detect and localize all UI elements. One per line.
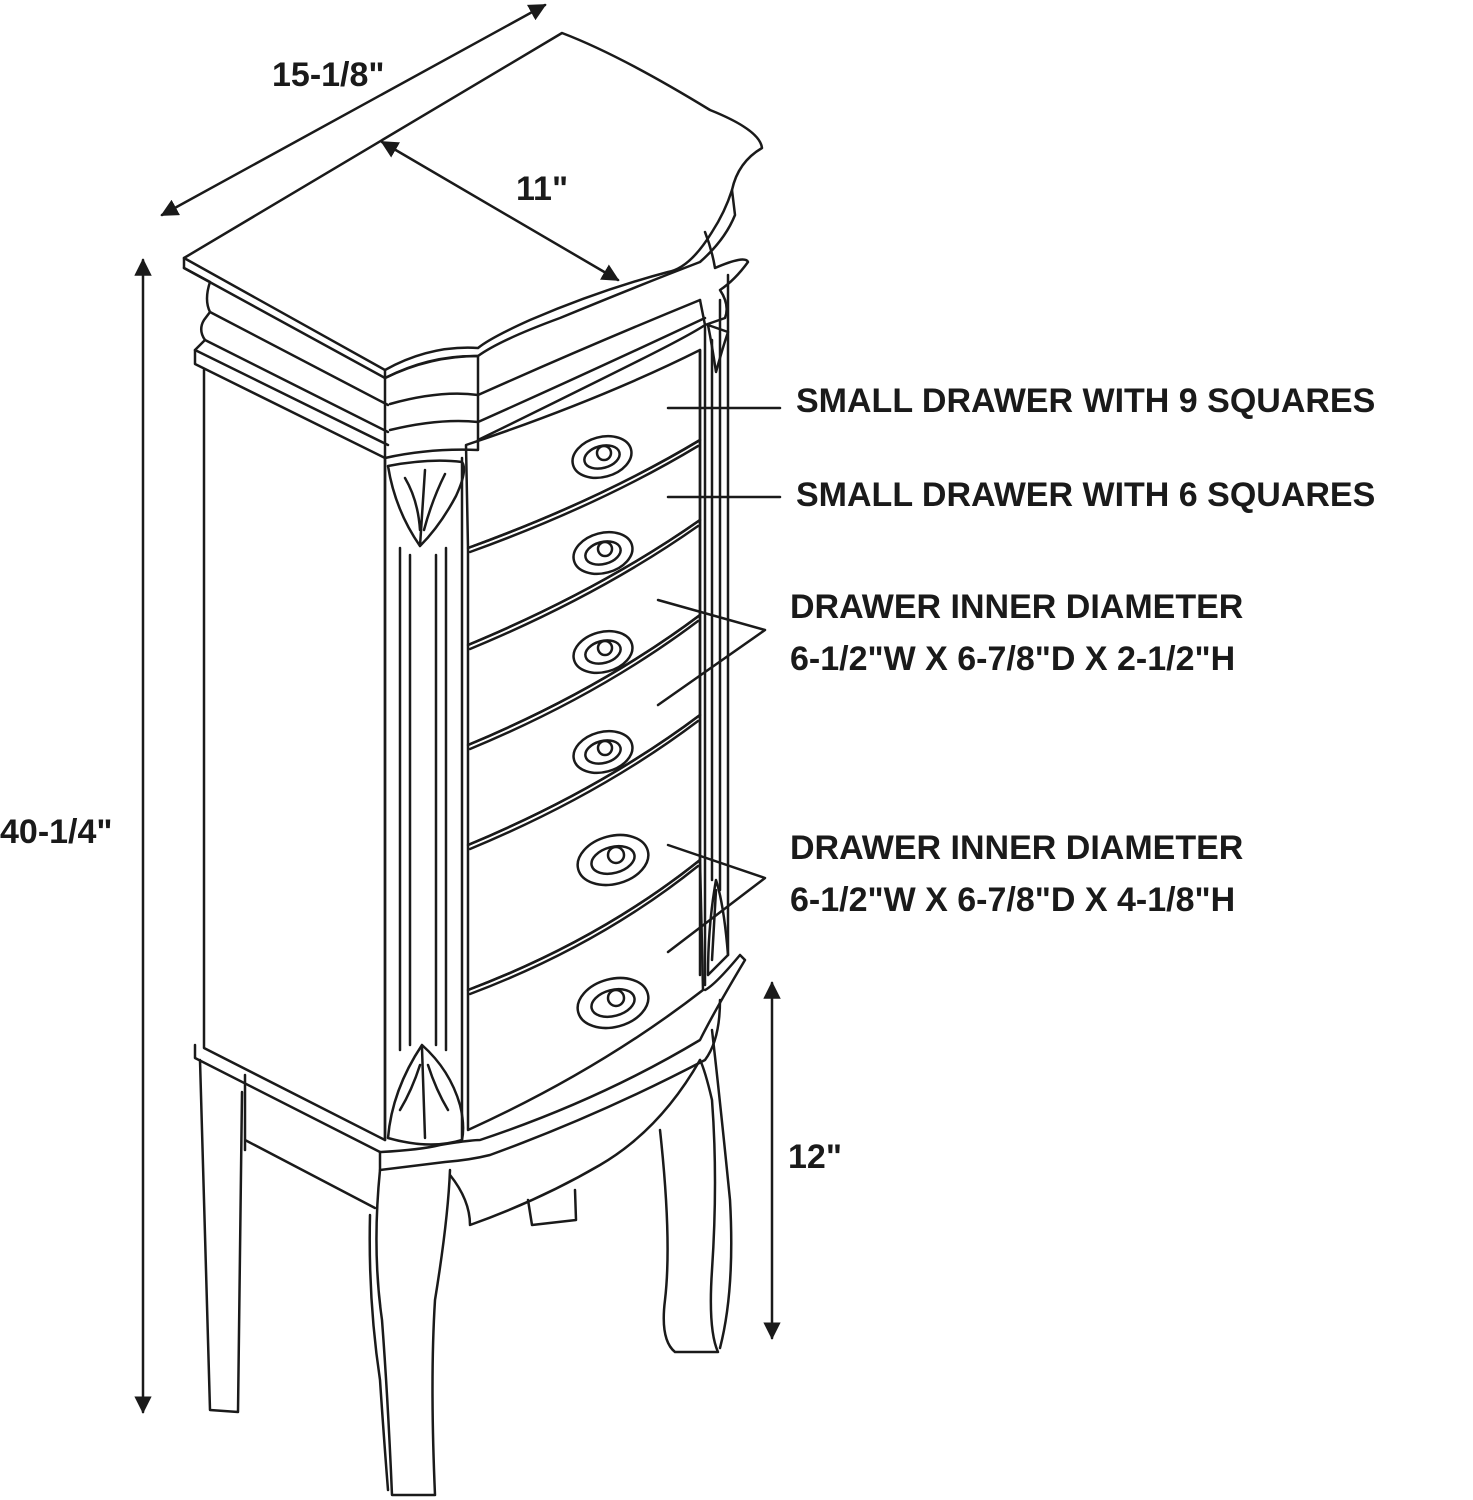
- leg-front-left: [375, 1168, 452, 1497]
- depth-dimension-label: 11": [516, 170, 569, 208]
- width-dimension-label: 15-1/8": [272, 56, 385, 94]
- crown-moulding-front-band1: [388, 298, 702, 406]
- leaf-carving-lower-right: [706, 878, 730, 977]
- drawer-handle-2: [572, 530, 634, 576]
- cabinet-left-pilaster-inner: [408, 553, 438, 1047]
- crown-moulding-left-band2: [203, 338, 390, 434]
- drawer-handle-6: [576, 976, 650, 1030]
- leaf-carving-upper-right: [706, 323, 730, 374]
- drawer-handle-1: [571, 434, 633, 480]
- base-apron-left: [243, 1073, 377, 1210]
- drawer-3: [466, 518, 702, 747]
- cabinet-right-pilaster-inner: [710, 298, 722, 892]
- drawer-handle-5: [576, 833, 650, 887]
- callout-drawer-inner-diameter-short-title: DRAWER INNER DIAMETER: [790, 588, 1244, 626]
- callout-drawer-inner-diameter-tall-size: 6-1/2"W X 6-7/8"D X 4-1/8"H: [790, 881, 1236, 919]
- crown-moulding-front-band2: [388, 316, 707, 432]
- callout-leader-3: [656, 598, 767, 707]
- width-dimension-line: [160, 3, 547, 217]
- drawer-handle-4: [572, 729, 634, 775]
- crown-moulding-front-band3: [383, 438, 480, 460]
- callout-drawer-inner-diameter-short: DRAWER INNER DIAMETER 6-1/2"W X 6-7/8"D …: [790, 590, 1243, 676]
- height-dimension-label: 40-1/4": [0, 813, 113, 851]
- crown-moulding-front: [383, 323, 707, 442]
- drawer-shadow-lines: [468, 444, 700, 996]
- top-surface: [182, 31, 764, 372]
- drawer-handle-3: [572, 629, 634, 675]
- leg-height-dimension-label: 12": [788, 1138, 842, 1176]
- base-apron-front: [448, 1058, 702, 1227]
- cabinet-left-side: [202, 368, 387, 1142]
- depth-dimension-line: [380, 140, 620, 282]
- callout-leader-4: [666, 843, 767, 954]
- crown-moulding-right: [698, 230, 750, 327]
- leaf-carving-lower-left: [386, 1043, 465, 1146]
- drawer-4: [466, 613, 702, 847]
- callout-drawer-inner-diameter-tall-title: DRAWER INNER DIAMETER: [790, 829, 1244, 867]
- callout-drawer-inner-diameter-tall: DRAWER INNER DIAMETER 6-1/2"W X 6-7/8"D …: [790, 831, 1243, 917]
- drawer-5: [466, 713, 702, 992]
- crown-moulding-left-band3: [193, 348, 390, 447]
- callout-small-drawer-9-squares: SMALL DRAWER WITH 9 SQUARES: [796, 382, 1376, 420]
- crown-moulding-left-band1: [208, 310, 390, 407]
- leaf-carving-upper-left: [386, 459, 466, 548]
- cabinet-front-right-edge: [698, 273, 730, 987]
- base-ledge-front: [378, 998, 722, 1172]
- callout-drawer-inner-diameter-short-size: 6-1/2"W X 6-7/8"D X 2-1/2"H: [790, 640, 1236, 678]
- cabinet-left-pilaster: [383, 456, 464, 1142]
- leg-back-right: [526, 1188, 578, 1227]
- callout-small-drawer-6-squares: SMALL DRAWER WITH 6 SQUARES: [796, 476, 1376, 514]
- top-edge: [182, 256, 387, 380]
- drawer-1: [464, 348, 702, 550]
- leg-front-right: [658, 1058, 720, 1354]
- drawer-6: [466, 858, 705, 1132]
- leg-back-left: [198, 1058, 244, 1414]
- leg-right-side: [710, 1028, 733, 1350]
- leg-front-left-inner: [368, 1213, 390, 1492]
- base-ledge: [193, 953, 747, 1154]
